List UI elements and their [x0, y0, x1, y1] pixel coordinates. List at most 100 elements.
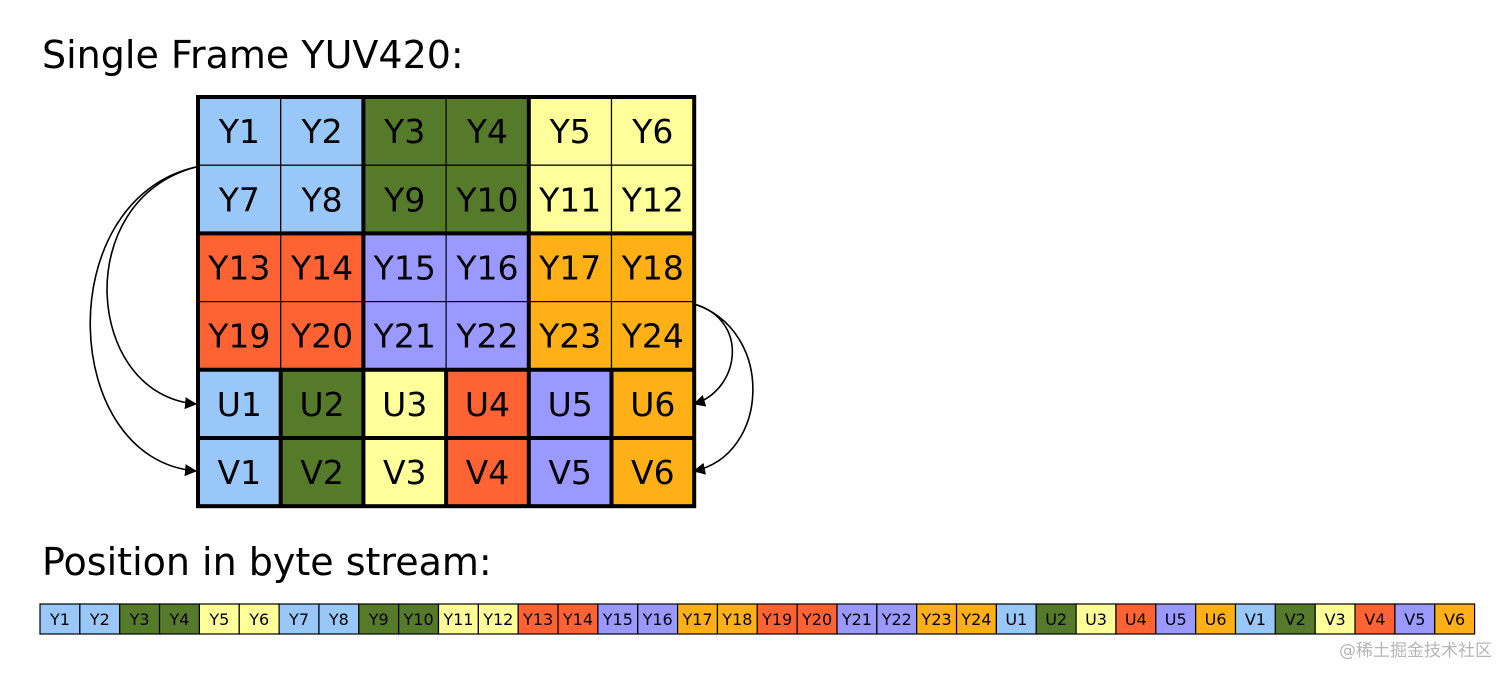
- grid-cell-v1: V1: [197, 437, 282, 507]
- stream-cell-label: V3: [1325, 610, 1346, 629]
- stream-cell-label: Y4: [168, 610, 189, 629]
- grid-cell-label: Y4: [466, 112, 508, 151]
- grid-cell-y1: Y1: [197, 96, 282, 166]
- grid-cell-y18: Y18: [610, 232, 695, 303]
- grid-cell-y9: Y9: [362, 164, 447, 234]
- stream-cell-label: Y22: [881, 610, 912, 629]
- grid-cell-y4: Y4: [445, 96, 530, 166]
- grid-cell-y21: Y21: [362, 301, 447, 371]
- stream-cell-y24: Y24: [955, 603, 997, 635]
- stream-cell-label: U2: [1045, 610, 1067, 629]
- stream-cell-label: U6: [1205, 610, 1227, 629]
- stream-cell-label: U4: [1125, 610, 1147, 629]
- grid-cell-y19: Y19: [197, 301, 282, 371]
- arrow-y-block1-to-v1: [89, 166, 197, 477]
- arrow-y-block6-to-u6: [693, 303, 734, 407]
- grid-cell-label: V3: [383, 453, 427, 492]
- stream-cell-label: Y24: [960, 610, 991, 629]
- grid-cell-label: Y14: [290, 249, 353, 288]
- grid-cell-y23: Y23: [528, 301, 613, 371]
- grid-cell-y14: Y14: [280, 232, 365, 303]
- frame-grid-borders: [196, 95, 697, 509]
- frame-title: Single Frame YUV420:: [42, 33, 464, 77]
- stream-cell-label: U5: [1165, 610, 1187, 629]
- stream-cell-y1: Y1: [39, 603, 81, 635]
- stream-cell-y21: Y21: [836, 603, 878, 635]
- grid-cell-u5: U5: [528, 369, 613, 439]
- stream-cell-label: Y17: [681, 610, 712, 629]
- stream-cell-y16: Y16: [637, 603, 679, 635]
- grid-cell-label: U1: [217, 385, 262, 424]
- grid-cell-u1: U1: [197, 369, 282, 439]
- grid-cell-y11: Y11: [528, 164, 613, 234]
- stream-cell-u2: U2: [1035, 603, 1077, 635]
- grid-cell-label: Y20: [290, 317, 353, 356]
- grid-cell-y16: Y16: [445, 232, 530, 303]
- stream-cell-label: V1: [1245, 610, 1266, 629]
- grid-cell-label: V2: [300, 453, 344, 492]
- stream-cell-label: Y5: [208, 610, 229, 629]
- stream-cell-y22: Y22: [876, 603, 918, 635]
- grid-cell-label: Y16: [455, 249, 518, 288]
- stream-cell-v5: V5: [1394, 603, 1436, 635]
- stream-cell-y12: Y12: [477, 603, 519, 635]
- grid-cell-label: U3: [382, 385, 427, 424]
- stream-cell-v2: V2: [1274, 603, 1316, 635]
- stream-cell-u1: U1: [995, 603, 1037, 635]
- stream-cell-v4: V4: [1354, 603, 1396, 635]
- stream-cell-y14: Y14: [557, 603, 599, 635]
- grid-cell-label: Y18: [621, 249, 684, 288]
- grid-cell-v3: V3: [362, 437, 447, 507]
- stream-title: Position in byte stream:: [42, 540, 492, 584]
- chroma-mapping-arrows: [89, 166, 754, 477]
- stream-cell-label: Y12: [482, 610, 513, 629]
- grid-cell-label: Y10: [455, 180, 518, 219]
- grid-cell-label: V4: [466, 453, 510, 492]
- stream-cell-label: Y15: [602, 610, 633, 629]
- grid-cell-label: Y22: [455, 317, 518, 356]
- stream-cell-label: Y20: [801, 610, 832, 629]
- stream-cell-y15: Y15: [597, 603, 639, 635]
- grid-cell-v2: V2: [280, 437, 365, 507]
- stream-cell-label: Y1: [49, 610, 70, 629]
- watermark: @稀土掘金技术社区: [1339, 641, 1492, 661]
- stream-cell-label: V5: [1404, 610, 1425, 629]
- grid-cell-y15: Y15: [362, 232, 447, 303]
- grid-cell-y17: Y17: [528, 232, 613, 303]
- stream-cell-label: U1: [1005, 610, 1027, 629]
- grid-cell-u6: U6: [610, 369, 695, 439]
- grid-cell-label: U4: [465, 385, 510, 424]
- stream-cell-y20: Y20: [796, 603, 838, 635]
- grid-cell-u3: U3: [362, 369, 447, 439]
- stream-cell-y17: Y17: [676, 603, 719, 635]
- grid-cell-y12: Y12: [610, 164, 695, 234]
- stream-cell-label: V6: [1444, 610, 1465, 629]
- stream-cell-label: Y23: [921, 610, 952, 629]
- grid-cell-label: Y13: [207, 249, 270, 288]
- grid-cell-label: Y19: [207, 317, 270, 356]
- grid-cell-label: Y11: [538, 180, 601, 219]
- stream-cell-label: V4: [1364, 610, 1385, 629]
- stream-cell-label: U3: [1085, 610, 1107, 629]
- grid-cell-label: U6: [630, 385, 675, 424]
- grid-cell-label: V6: [631, 453, 675, 492]
- stream-cell-label: V2: [1285, 610, 1306, 629]
- stream-cell-u3: U3: [1075, 603, 1117, 635]
- stream-cell-label: Y7: [288, 610, 309, 629]
- stream-cell-u6: U6: [1195, 603, 1237, 635]
- grid-cell-label: Y5: [549, 112, 591, 151]
- stream-cell-label: Y6: [248, 610, 269, 629]
- stream-cell-label: Y3: [129, 610, 150, 629]
- stream-cell-label: Y19: [761, 610, 792, 629]
- stream-cell-label: Y21: [841, 610, 872, 629]
- stream-cell-y5: Y5: [198, 603, 240, 635]
- stream-cell-v6: V6: [1434, 603, 1476, 635]
- stream-cell-label: Y16: [642, 610, 673, 629]
- stream-cell-u5: U5: [1155, 603, 1197, 635]
- grid-cell-y22: Y22: [445, 301, 530, 371]
- grid-cell-y6: Y6: [610, 96, 695, 166]
- grid-cell-y2: Y2: [280, 96, 365, 166]
- grid-cell-y3: Y3: [362, 96, 447, 166]
